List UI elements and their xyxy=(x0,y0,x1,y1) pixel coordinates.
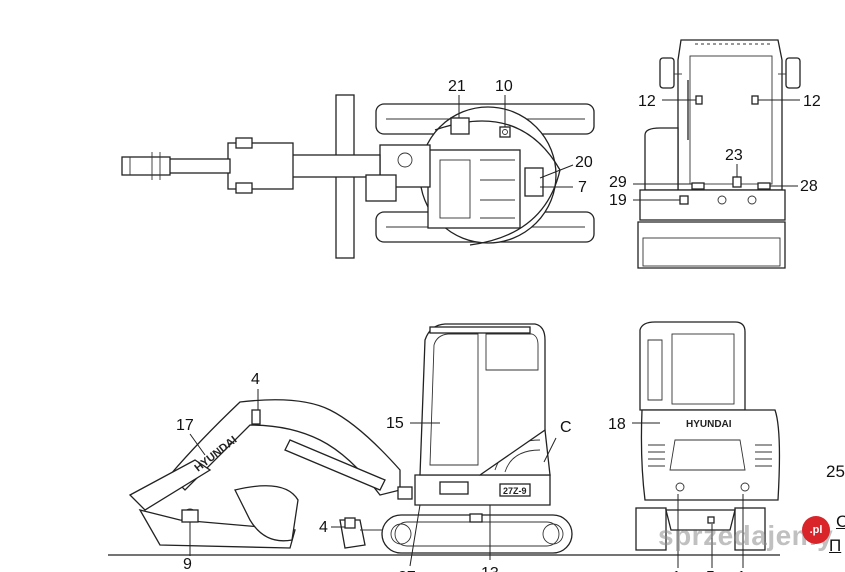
side-view-drawing xyxy=(108,323,780,556)
callout-1-right: 1 xyxy=(737,569,746,572)
top-view-drawing xyxy=(121,94,595,259)
callout-27: 27 xyxy=(398,569,416,572)
callout-4-boom: 4 xyxy=(251,371,260,388)
callout-17: 17 xyxy=(176,417,194,434)
callout-19: 19 xyxy=(609,192,627,209)
callout-23: 23 xyxy=(725,147,743,164)
callout-12-right: 12 xyxy=(803,93,821,110)
callout-20: 20 xyxy=(575,154,593,171)
callout-28: 28 xyxy=(800,178,818,195)
callout-21: 21 xyxy=(448,78,466,95)
brand-counterweight: HYUNDAI xyxy=(686,419,732,430)
callout-4-blade: 4 xyxy=(319,519,328,536)
rear-view-top-drawing xyxy=(637,39,801,269)
callout-1-left: 1 xyxy=(672,569,681,572)
callout-9: 9 xyxy=(183,556,192,572)
callout-10: 10 xyxy=(495,78,513,95)
right-edge-letter-c: C xyxy=(836,512,845,531)
callout-18: 18 xyxy=(608,416,626,433)
callout-15: 15 xyxy=(386,415,404,432)
callout-29: 29 xyxy=(609,174,627,191)
right-edge-number: 25 xyxy=(826,462,845,481)
model-badge: 27Z-9 xyxy=(503,486,527,496)
callout-C: C xyxy=(560,419,572,436)
watermark-badge: .pl xyxy=(802,516,830,544)
callout-13: 13 xyxy=(481,565,499,572)
callout-5: 5 xyxy=(706,569,715,572)
watermark: sprzedajemy .pl xyxy=(652,516,833,558)
callout-7: 7 xyxy=(578,179,587,196)
right-edge-letter-p: П xyxy=(829,536,842,555)
callout-12-left: 12 xyxy=(638,93,656,110)
rear-view-bottom-drawing xyxy=(635,321,781,551)
